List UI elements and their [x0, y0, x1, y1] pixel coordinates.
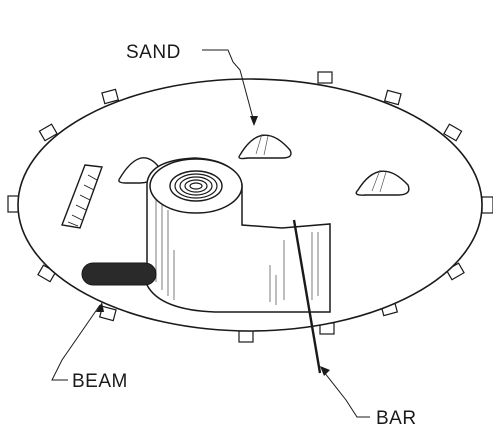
wooden-block	[61, 164, 103, 229]
roll-shading	[155, 200, 319, 305]
sand-label: SAND	[126, 42, 181, 63]
rim-tooth	[38, 123, 58, 142]
sand-shading	[255, 133, 387, 193]
bar-label: BAR	[376, 408, 417, 428]
rim-tooth	[238, 330, 254, 343]
beam-label: BEAM	[72, 371, 128, 392]
bar	[292, 219, 322, 374]
beam-leader	[51, 302, 104, 381]
rim-tooth	[317, 71, 333, 84]
sand-mound	[238, 134, 292, 160]
rim-tooth	[101, 88, 120, 105]
roll-spiral	[169, 170, 223, 202]
rim-tooth	[481, 196, 493, 214]
sand-leader	[202, 49, 258, 126]
rim-tooth	[383, 89, 402, 106]
roll-top	[149, 158, 243, 214]
center-roll	[146, 157, 331, 313]
rim-tooth	[443, 123, 463, 142]
beam	[81, 262, 157, 286]
bar-leader	[320, 366, 370, 418]
